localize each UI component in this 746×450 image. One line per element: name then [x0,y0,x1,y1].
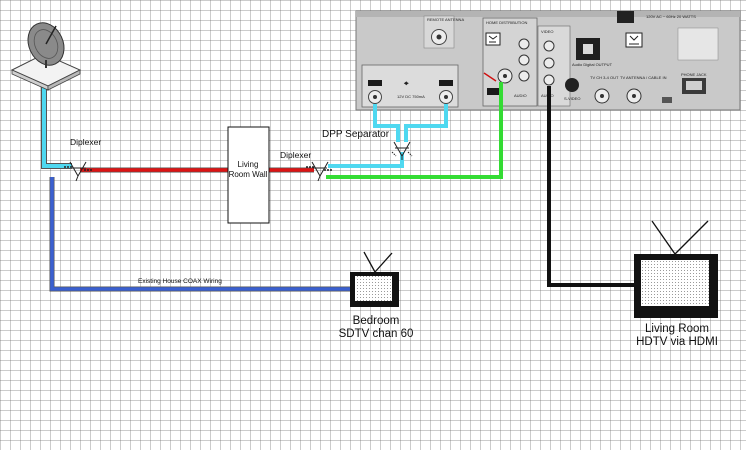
living-room-tv-detail: HDTV via HDMI [636,336,718,348]
digital-output-label: Audio Digital OUTPUT [572,62,613,67]
svg-text:⌖: ⌖ [403,79,409,88]
bedroom-tv-detail: SDTV chan 60 [338,328,414,340]
tv-antenna-label: TV ANTENNA / CABLE IN [620,75,667,80]
satellite-cable [41,68,72,169]
connection-marker [483,72,497,82]
diplexer-left-icon [64,161,92,182]
power-rating-label: 120V AC ~ 60Hz 20 WATTS [646,14,696,19]
living-room-wall-box [227,126,270,224]
video-label: VIDEO [541,29,553,34]
bedroom-tv-icon [350,251,399,307]
living-room-tv-room: Living Room [645,323,709,335]
living-room-tv-caption: Living Room HDTV via HDMI [621,323,733,349]
hdmi-cable [547,86,636,287]
remote-antenna-label: REMOTE ANTENNA [427,17,464,22]
living-room-wall-label: Living Room Wall [228,160,268,179]
dpp-separator-icon [391,141,413,160]
hd-audio-label: AUDIO [514,93,527,98]
receiver-back-panel: REMOTE ANTENNA ⌖ 12V DC 750mA HOME DISTR… [355,10,741,111]
bedroom-tv-caption: Bedroom SDTV chan 60 [326,315,426,341]
satellite-dish-icon [10,22,82,91]
diplexer-left-label: Diplexer [70,137,101,147]
diplexer-right-label: Diplexer [280,150,311,160]
existing-wiring-label: Existing House COAX Wiring [138,278,222,285]
home-distribution-label: HOME DISTRIBUTION [486,20,527,25]
receiver-feed-cable [326,82,503,179]
dpp-separator-label: DPP Separator [322,129,390,140]
tv-out-label: TV CH 3-4 OUT [590,75,619,80]
bedroom-tv-room: Bedroom [352,315,400,327]
s-video-label: S-VIDEO [564,96,580,101]
phone-jack-label: PHONE JACK [681,72,707,77]
house-coax-cable [49,177,350,292]
dc-power-label: 12V DC 750mA [397,94,425,99]
diplexer-right-icon [306,161,332,182]
living-room-tv-icon [634,220,718,318]
